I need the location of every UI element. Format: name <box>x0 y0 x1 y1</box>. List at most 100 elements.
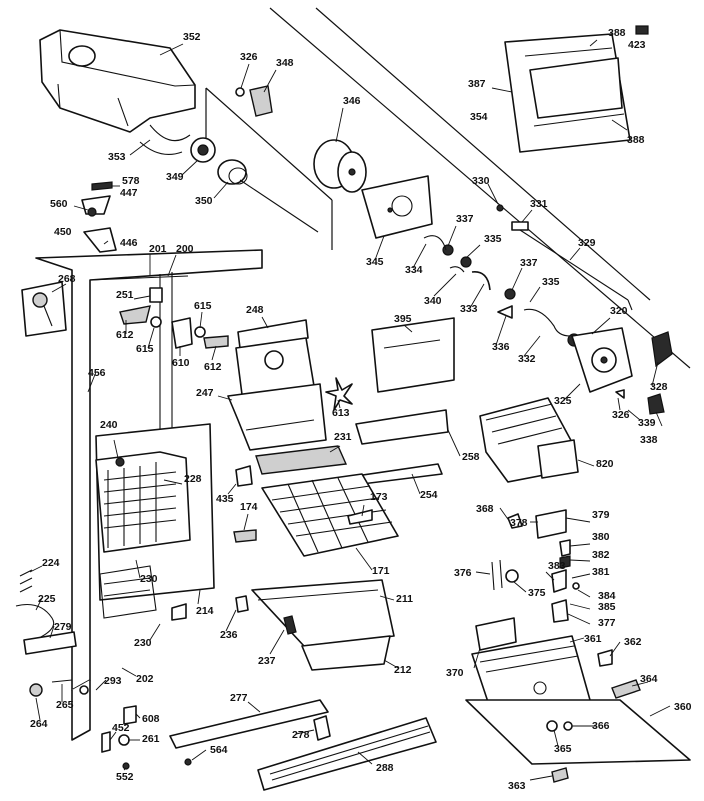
callout-label-456: 456 <box>88 367 106 379</box>
dispenser-housing <box>471 635 641 721</box>
callout-label-334: 334 <box>405 264 423 276</box>
lower-brackets <box>23 631 137 770</box>
callout-label-228: 228 <box>184 473 202 485</box>
ice-maker-module <box>479 327 673 483</box>
callout-label-423: 423 <box>628 39 646 51</box>
callout-label-612b: 612 <box>204 361 222 373</box>
callout-label-335a: 335 <box>484 233 502 245</box>
callout-label-447: 447 <box>120 187 138 199</box>
callout-label-346: 346 <box>343 95 361 107</box>
callout-label-240: 240 <box>100 419 118 431</box>
fan-shroud <box>227 319 327 451</box>
callout-label-377: 377 <box>598 617 616 629</box>
callout-label-364: 364 <box>640 673 658 685</box>
callout-label-387: 387 <box>468 78 486 90</box>
callout-label-349: 349 <box>166 171 184 183</box>
callout-label-171: 171 <box>372 565 390 577</box>
callout-label-366: 366 <box>592 720 610 732</box>
callout-label-435: 435 <box>216 493 234 505</box>
evaporator-cover <box>95 423 215 619</box>
callout-label-173: 173 <box>370 491 388 503</box>
callout-label-820: 820 <box>596 458 614 470</box>
callout-label-375: 375 <box>528 587 546 599</box>
left-hardware <box>81 181 117 253</box>
callout-label-361: 361 <box>584 633 602 645</box>
callout-label-337a: 337 <box>456 213 474 225</box>
callout-label-335b: 335 <box>542 276 560 288</box>
auger-coupling <box>190 137 216 163</box>
callout-label-202: 202 <box>136 673 154 685</box>
callout-label-578: 578 <box>122 175 140 187</box>
callout-label-381: 381 <box>592 566 610 578</box>
callout-label-382: 382 <box>592 549 610 561</box>
callout-label-333: 333 <box>460 303 478 315</box>
callout-label-353: 353 <box>108 151 126 163</box>
callout-label-332: 332 <box>518 353 536 365</box>
callout-label-388a: 388 <box>608 27 626 39</box>
callout-label-376: 376 <box>454 567 472 579</box>
callout-label-564: 564 <box>210 744 228 756</box>
leader-lines <box>29 39 671 781</box>
callout-label-452: 452 <box>112 722 130 734</box>
auger-drive <box>217 159 319 233</box>
callout-label-380: 380 <box>592 531 610 543</box>
callout-label-608: 608 <box>142 713 160 725</box>
callout-label-368: 368 <box>476 503 494 515</box>
linkage-parts <box>423 204 633 347</box>
motor-bracket <box>361 175 433 239</box>
callout-label-383: 383 <box>548 560 566 572</box>
callout-label-560: 560 <box>50 198 68 210</box>
callout-label-385: 385 <box>598 601 616 613</box>
callout-label-363: 363 <box>508 780 526 792</box>
callout-label-212: 212 <box>394 664 412 676</box>
callout-label-201: 201 <box>149 243 167 255</box>
thermostat <box>21 281 67 337</box>
callout-label-329: 329 <box>578 237 596 249</box>
wire-basket <box>261 473 399 557</box>
callout-label-225: 225 <box>38 593 56 605</box>
callout-label-370: 370 <box>446 667 464 679</box>
callout-label-348: 348 <box>276 57 294 69</box>
callout-label-258: 258 <box>462 451 480 463</box>
callout-label-339: 339 <box>638 417 656 429</box>
callout-label-552: 552 <box>116 771 134 783</box>
callout-label-236: 236 <box>220 629 238 641</box>
callout-label-261: 261 <box>142 733 160 745</box>
callout-label-337b: 337 <box>520 257 538 269</box>
callout-label-338: 338 <box>640 434 658 446</box>
callout-label-331: 331 <box>530 198 548 210</box>
callout-label-378: 378 <box>510 517 528 529</box>
callout-label-354: 354 <box>470 111 488 123</box>
callout-label-340: 340 <box>424 295 442 307</box>
callout-label-330: 330 <box>472 175 490 187</box>
small-washer <box>235 87 245 97</box>
bucket-auger <box>139 124 191 155</box>
callout-label-200: 200 <box>176 243 194 255</box>
callout-label-230a: 230 <box>140 573 158 585</box>
callout-label-325: 325 <box>554 395 572 407</box>
dispenser-door <box>504 25 649 153</box>
callout-label-231: 231 <box>334 431 352 443</box>
callout-label-230b: 230 <box>134 637 152 649</box>
cabinet-frame <box>35 249 263 741</box>
callout-label-384: 384 <box>598 590 616 602</box>
callout-label-326b: 326 <box>612 409 630 421</box>
dispenser-base-plate <box>465 699 691 783</box>
callout-label-247: 247 <box>196 387 214 399</box>
callout-label-320: 320 <box>610 305 628 317</box>
callout-label-264: 264 <box>30 718 48 730</box>
drain-tube <box>15 569 55 643</box>
callout-label-237: 237 <box>258 655 276 667</box>
callout-label-336: 336 <box>492 341 510 353</box>
callout-label-610: 610 <box>172 357 190 369</box>
cross-rod <box>235 445 348 487</box>
callout-label-345: 345 <box>366 256 384 268</box>
callout-label-251: 251 <box>116 289 134 301</box>
callout-label-615a: 615 <box>136 343 154 355</box>
callout-label-248: 248 <box>246 304 264 316</box>
toe-grille <box>169 699 437 791</box>
callout-label-328: 328 <box>650 381 668 393</box>
callout-label-379: 379 <box>592 509 610 521</box>
